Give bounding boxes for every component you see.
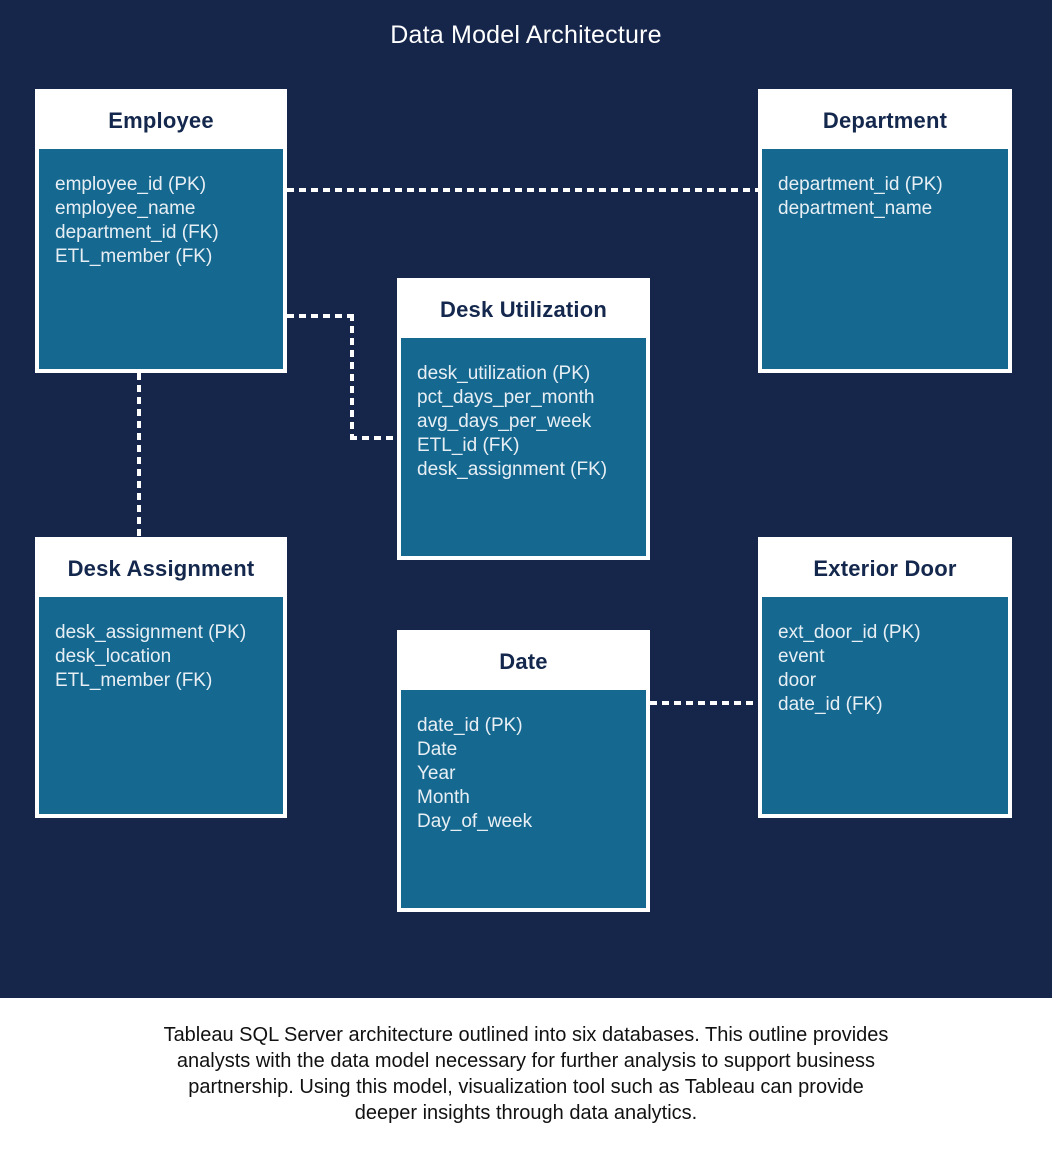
caption-line: partnership. Using this model, visualiza… [188,1076,864,1098]
field: pct_days_per_month [417,387,595,408]
field: ETL_member (FK) [55,246,213,267]
field: date_id (FK) [778,694,883,715]
field: ext_door_id (PK) [778,622,921,643]
entity-table-date-title: Date [401,634,646,690]
field: ETL_member (FK) [55,670,213,691]
entity-table-exterior-door-title: Exterior Door [762,541,1008,597]
entity-table-department: Department department_id (PK) department… [758,89,1012,373]
connector-employee-desk-utilization-seg1 [287,314,354,318]
entity-table-desk-utilization-title: Desk Utilization [401,282,646,338]
entity-table-exterior-door-fields: ext_door_id (PK) event door date_id (FK) [762,597,1008,814]
field: department_id (PK) [778,174,943,195]
entity-table-desk-utilization-fields: desk_utilization (PK) pct_days_per_month… [401,338,646,556]
field: department_name [778,198,933,219]
field: ETL_id (FK) [417,435,520,456]
field: Date [417,739,458,760]
field: avg_days_per_week [417,411,592,432]
diagram-caption: Tableau SQL Server architecture outlined… [0,1022,1052,1126]
entity-table-employee-fields: employee_id (PK) employee_name departmen… [39,149,283,369]
entity-table-employee-title: Employee [39,93,283,149]
field: employee_name [55,198,196,219]
field: door [778,670,817,691]
entity-table-desk-assignment-fields: desk_assignment (PK) desk_location ETL_m… [39,597,283,814]
entity-table-desk-utilization: Desk Utilization desk_utilization (PK) p… [397,278,650,560]
field: Year [417,763,456,784]
connector-employee-department [287,188,758,192]
field: desk_assignment (PK) [55,622,247,643]
field: desk_location [55,646,172,667]
entity-table-department-fields: department_id (PK) department_name [762,149,1008,369]
connector-employee-desk-utilization-seg2 [350,314,354,440]
page-title: Data Model Architecture [390,21,662,49]
field: employee_id (PK) [55,174,207,195]
entity-table-exterior-door: Exterior Door ext_door_id (PK) event doo… [758,537,1012,818]
entity-table-date: Date date_id (PK) Date Year Month Day_of… [397,630,650,912]
field: department_id (FK) [55,222,219,243]
field: desk_utilization (PK) [417,363,591,384]
entity-table-desk-assignment-title: Desk Assignment [39,541,283,597]
caption-line: Tableau SQL Server architecture outlined… [163,1024,889,1046]
field: desk_assignment (FK) [417,459,608,480]
entity-table-date-fields: date_id (PK) Date Year Month Day_of_week [401,690,646,908]
field: event [778,646,825,667]
caption-line: analysts with the data model necessary f… [176,1050,876,1072]
field: Month [417,787,470,808]
connector-date-exterior-door [650,701,758,705]
entity-table-employee: Employee employee_id (PK) employee_name … [35,89,287,373]
footer-band: Tableau SQL Server architecture outlined… [0,998,1052,1152]
connector-employee-desk-assignment [137,373,141,537]
field: Day_of_week [417,811,533,832]
entity-table-department-title: Department [762,93,1008,149]
field: date_id (PK) [417,715,523,736]
caption-line: deeper insights through data analytics. [354,1102,698,1124]
entity-table-desk-assignment: Desk Assignment desk_assignment (PK) des… [35,537,287,818]
connector-employee-desk-utilization-seg3 [350,436,397,440]
